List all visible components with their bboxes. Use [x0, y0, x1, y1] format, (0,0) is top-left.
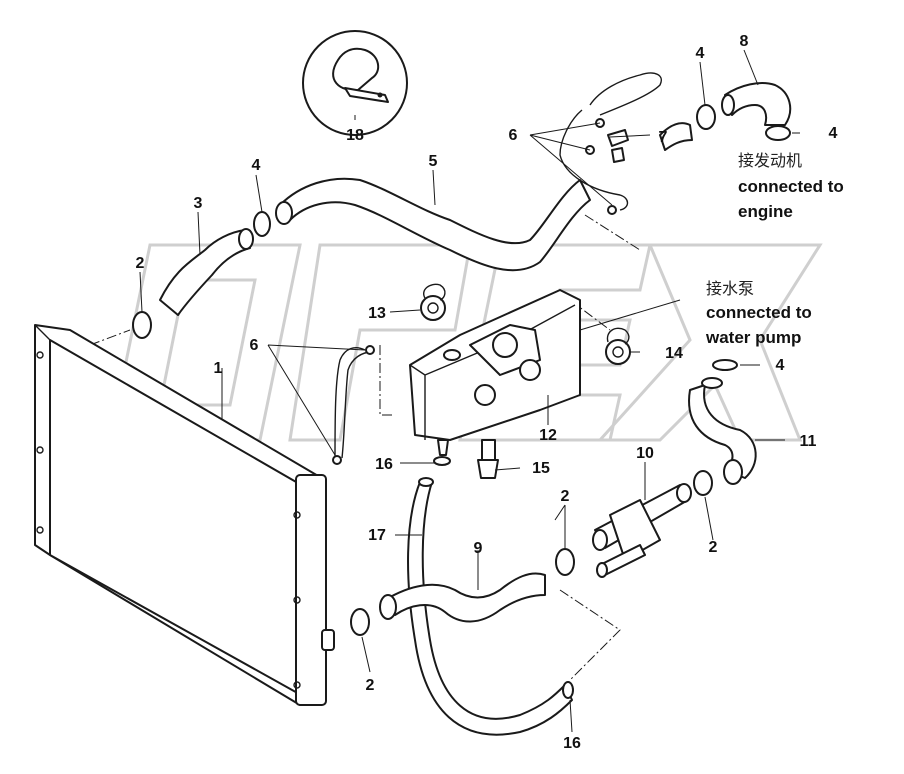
- callout-6-top: 6: [509, 127, 518, 144]
- expansion-tank: [409, 289, 581, 479]
- callout-10: 10: [636, 445, 654, 462]
- callout-5: 5: [429, 153, 438, 170]
- engine-note-cn: 接发动机: [738, 151, 802, 170]
- breather-hose-assembly: [559, 72, 693, 215]
- callout-13: 13: [368, 305, 386, 322]
- overflow-hose: [407, 456, 574, 736]
- callout-2-bottom: 2: [366, 677, 375, 694]
- callout-14: 14: [665, 345, 683, 362]
- leader-lines: [139, 49, 800, 733]
- water-pump-hose: [688, 377, 757, 485]
- callout-18: 18: [346, 127, 364, 144]
- callout-15: 15: [532, 460, 550, 477]
- pump-note-cn: 接水泵: [706, 279, 754, 298]
- callout-9: 9: [474, 540, 483, 557]
- callout-4-pump: 4: [776, 357, 785, 374]
- callout-6-left: 6: [250, 337, 259, 354]
- lower-radiator-hose: [379, 572, 546, 623]
- callout-4-upper-left: 4: [252, 157, 261, 174]
- engine-elbow-hose: [721, 82, 792, 126]
- callout-4-top: 4: [696, 45, 705, 62]
- callout-8: 8: [740, 33, 749, 50]
- engine-connection-note: 接发动机 connected to engine: [738, 151, 844, 221]
- callout-1: 1: [214, 360, 223, 377]
- upper-radiator-hose: [159, 177, 591, 316]
- callout-7: 7: [659, 129, 668, 146]
- radiator: [34, 324, 335, 706]
- callout-17: 17: [368, 527, 386, 544]
- left-breather-hose: [332, 345, 375, 465]
- callout-2-left: 2: [136, 255, 145, 272]
- callout-12: 12: [539, 427, 557, 444]
- callout-4-engine: 4: [829, 125, 838, 142]
- callout-16-bottom: 16: [563, 735, 581, 752]
- callout-11: 11: [800, 433, 817, 450]
- callout-2-tee: 2: [561, 488, 570, 505]
- water-pump-connection-note: 接水泵 connected to water pump: [705, 279, 812, 347]
- clamp-detail-circle: [302, 30, 408, 136]
- callout-2-right: 2: [709, 539, 718, 556]
- hose-clamps: [132, 104, 791, 636]
- engine-note-en-2: engine: [738, 202, 793, 221]
- callout-labels: 1 2 3 4 5 4 8 6 7 4 18 13 6 14 4 12 11 1…: [136, 33, 838, 752]
- callout-16-tank: 16: [375, 456, 393, 473]
- pump-note-en-1: connected to: [706, 303, 812, 322]
- pump-note-en-2: water pump: [705, 328, 801, 347]
- tee-pipe: [592, 483, 692, 578]
- callout-3: 3: [194, 195, 203, 212]
- engine-note-en-1: connected to: [738, 177, 844, 196]
